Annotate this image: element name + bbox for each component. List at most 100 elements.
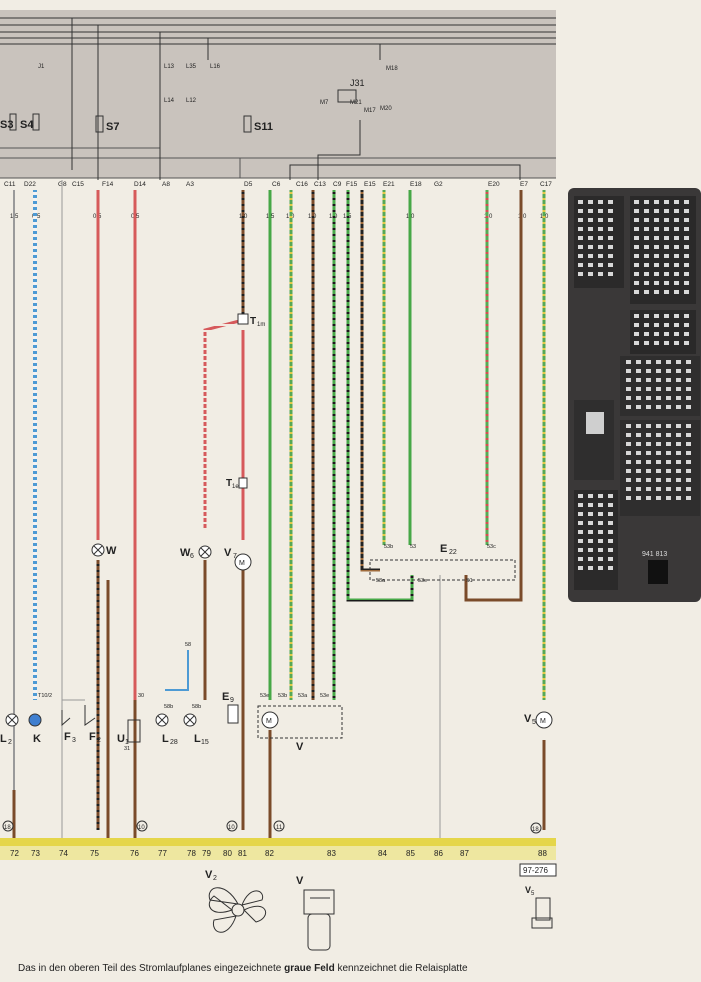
relay-pin — [644, 245, 649, 249]
relay-pin — [664, 236, 669, 240]
ground-marker: 11 — [276, 825, 283, 831]
relay-pin — [636, 369, 641, 373]
relay-pin — [676, 487, 681, 491]
relay-pin — [608, 548, 613, 552]
relay-pin — [654, 263, 659, 267]
bus-number: 80 — [223, 849, 232, 858]
relay-pin — [626, 378, 631, 382]
relay-pin — [676, 442, 681, 446]
relay-pin — [636, 424, 641, 428]
relay-pin — [588, 272, 593, 276]
bus-number: 79 — [202, 849, 211, 858]
relay-pin — [664, 218, 669, 222]
relay-pin — [578, 566, 583, 570]
terminal-label: 53e — [320, 693, 329, 699]
relay-pin — [578, 254, 583, 258]
terminal-label: 30 — [138, 693, 144, 699]
relay-pin — [626, 387, 631, 391]
relay-pin — [634, 263, 639, 267]
wire-group — [12, 190, 546, 840]
component-label: E — [222, 691, 229, 703]
svg-text:M: M — [266, 718, 272, 725]
relay-pin — [598, 227, 603, 231]
relay-pin — [656, 487, 661, 491]
terminal-label: 53b — [384, 544, 393, 550]
terminal-label: 58 — [185, 642, 191, 648]
relay-pin — [634, 281, 639, 285]
relay-pin — [644, 341, 649, 345]
relay-pin — [664, 272, 669, 276]
relay-pin — [684, 200, 689, 204]
relay-pin — [654, 245, 659, 249]
relay-pin — [666, 496, 671, 500]
relay-pin — [636, 451, 641, 455]
switch-e9: E 9 — [222, 691, 239, 724]
fuse-label: S3 — [0, 119, 13, 131]
relay-pin — [598, 209, 603, 213]
ground-marker: 18 — [532, 827, 539, 833]
component-label: V — [205, 869, 213, 881]
relay-pin — [686, 369, 691, 373]
relay-pin — [608, 200, 613, 204]
relay-pin — [578, 218, 583, 222]
relay-pin — [664, 332, 669, 336]
fuse-s3: S3 — [0, 113, 17, 131]
relay-pin — [664, 200, 669, 204]
relay-pin — [644, 227, 649, 231]
relay-pin — [644, 281, 649, 285]
relay-pin — [676, 387, 681, 391]
bus-number: 73 — [31, 849, 40, 858]
relay-pin — [578, 548, 583, 552]
relay-pin — [654, 314, 659, 318]
terminal-label: 53c — [487, 544, 496, 550]
connector-label: D5 — [244, 181, 253, 188]
component-sub: 1m — [257, 322, 265, 328]
relay-pin — [578, 503, 583, 507]
relay-pin — [588, 557, 593, 561]
relay-pin — [608, 227, 613, 231]
bus-number-row: 72 73 74 75 76 77 78 79 80 81 82 83 84 8… — [10, 849, 547, 858]
relay-pin — [598, 557, 603, 561]
relay-pin — [644, 236, 649, 240]
relay-pin — [634, 209, 639, 213]
relay-pin — [686, 360, 691, 364]
relay-pin — [608, 530, 613, 534]
relay-pin — [644, 218, 649, 222]
relay-pin — [676, 360, 681, 364]
relay-pin — [588, 494, 593, 498]
relay-pin — [684, 227, 689, 231]
relay-pin — [654, 236, 659, 240]
relay-pin — [656, 451, 661, 455]
bus-number: 83 — [327, 849, 336, 858]
relay-pin — [666, 405, 671, 409]
relay-pin — [646, 405, 651, 409]
connector-label: C16 — [296, 181, 308, 188]
relay-pin — [634, 341, 639, 345]
lamp-l28: L 28 — [155, 713, 178, 746]
relay-pin — [674, 218, 679, 222]
relay-pin — [656, 478, 661, 482]
relay-pin — [664, 254, 669, 258]
relay-pin — [666, 396, 671, 400]
relay-plate-code: 941 813 — [642, 551, 667, 558]
relay-pin — [578, 236, 583, 240]
relay-pin — [634, 218, 639, 222]
fuse-label: S4 — [20, 119, 34, 131]
relay-pin — [654, 200, 659, 204]
connector-label: E21 — [383, 181, 395, 188]
relay-pin — [686, 405, 691, 409]
relay-pin — [666, 460, 671, 464]
relay-pin — [644, 332, 649, 336]
relay-pin — [654, 227, 659, 231]
relay-pin — [636, 433, 641, 437]
relay-pin — [676, 460, 681, 464]
bus-number: 74 — [59, 849, 68, 858]
component-sub: 6 — [190, 553, 194, 560]
fuse-label: S7 — [106, 121, 119, 133]
relay-pin — [684, 254, 689, 258]
bus-number: 78 — [187, 849, 196, 858]
relay-pin — [578, 539, 583, 543]
relay-pin — [676, 405, 681, 409]
relay-pin — [578, 227, 583, 231]
relay-pin — [664, 314, 669, 318]
